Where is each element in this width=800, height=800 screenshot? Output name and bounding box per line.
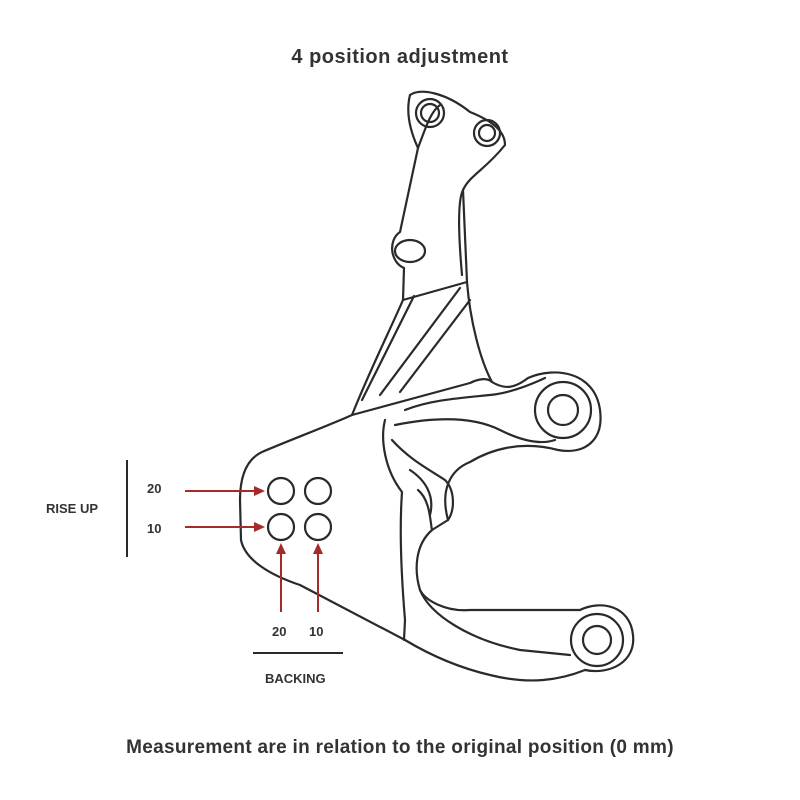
adjust-hole-rise20-back10 [303,476,333,506]
rise-up-value-20: 20 [147,481,162,496]
top-mount-hole-1 [414,97,446,129]
lower-pivot [569,612,625,668]
backing-value-20: 20 [272,624,287,639]
rise-up-label: RISE UP [46,501,99,516]
slot-hole [393,238,427,264]
rise-up-value-10: 10 [147,521,162,536]
backing-20-arrow [276,543,286,612]
adjust-hole-rise10-back10 [303,512,333,542]
bracket-outline [238,90,635,682]
backing-label: BACKING [265,671,326,686]
rise-up-10-arrow [185,522,265,532]
adjust-hole-rise10-back20 [266,512,296,542]
top-mount-hole-2 [472,118,502,148]
upper-pivot [533,380,593,440]
backing-value-10: 10 [309,624,324,639]
backing-10-arrow [313,543,323,612]
adjust-hole-rise20-back20 [266,476,296,506]
measurement-note: Measurement are in relation to the origi… [126,737,674,758]
rise-up-20-arrow [185,486,265,496]
diagram-title: 4 position adjustment [291,46,509,68]
